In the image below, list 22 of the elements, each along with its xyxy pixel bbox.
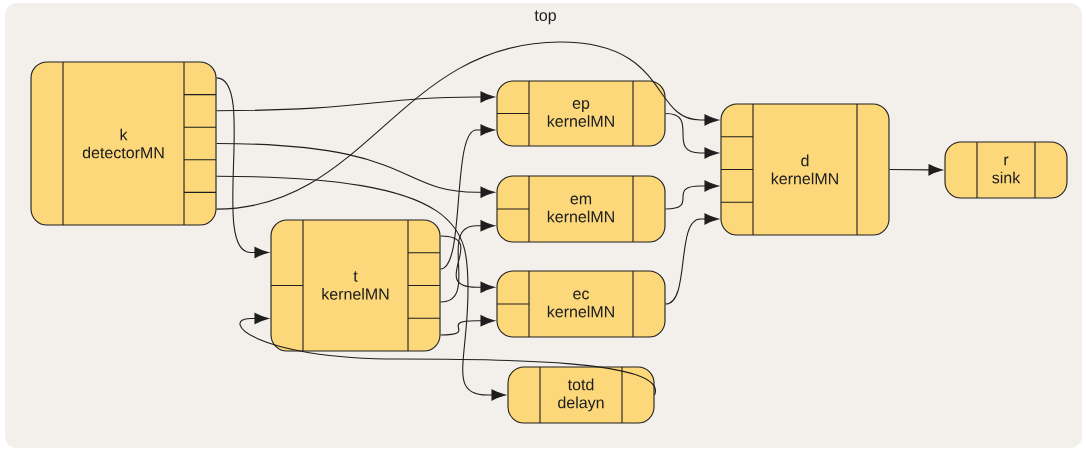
arrow — [216, 91, 495, 112]
block-box: k detectorMN — [30, 61, 217, 226]
arrow — [216, 175, 506, 401]
block-box: d kernelMN — [720, 103, 890, 236]
arrow — [440, 220, 495, 303]
arrow — [440, 315, 495, 336]
block-box: t kernelMN — [270, 219, 441, 352]
arrow — [216, 142, 495, 198]
block-box: ep kernelMN — [496, 80, 666, 147]
block-box: ec kernelMN — [496, 270, 666, 338]
arrow — [216, 41, 719, 210]
arrow — [665, 213, 719, 305]
block-box: em kernelMN — [496, 175, 666, 243]
block-box: r sink — [944, 141, 1068, 199]
arrow — [440, 235, 495, 293]
arrow — [440, 124, 495, 270]
arrow — [216, 77, 269, 259]
arrow — [665, 112, 719, 159]
arrow — [889, 164, 943, 176]
arrow — [239, 312, 656, 396]
block-box: totd delayn — [507, 366, 655, 424]
arrow — [665, 180, 719, 210]
